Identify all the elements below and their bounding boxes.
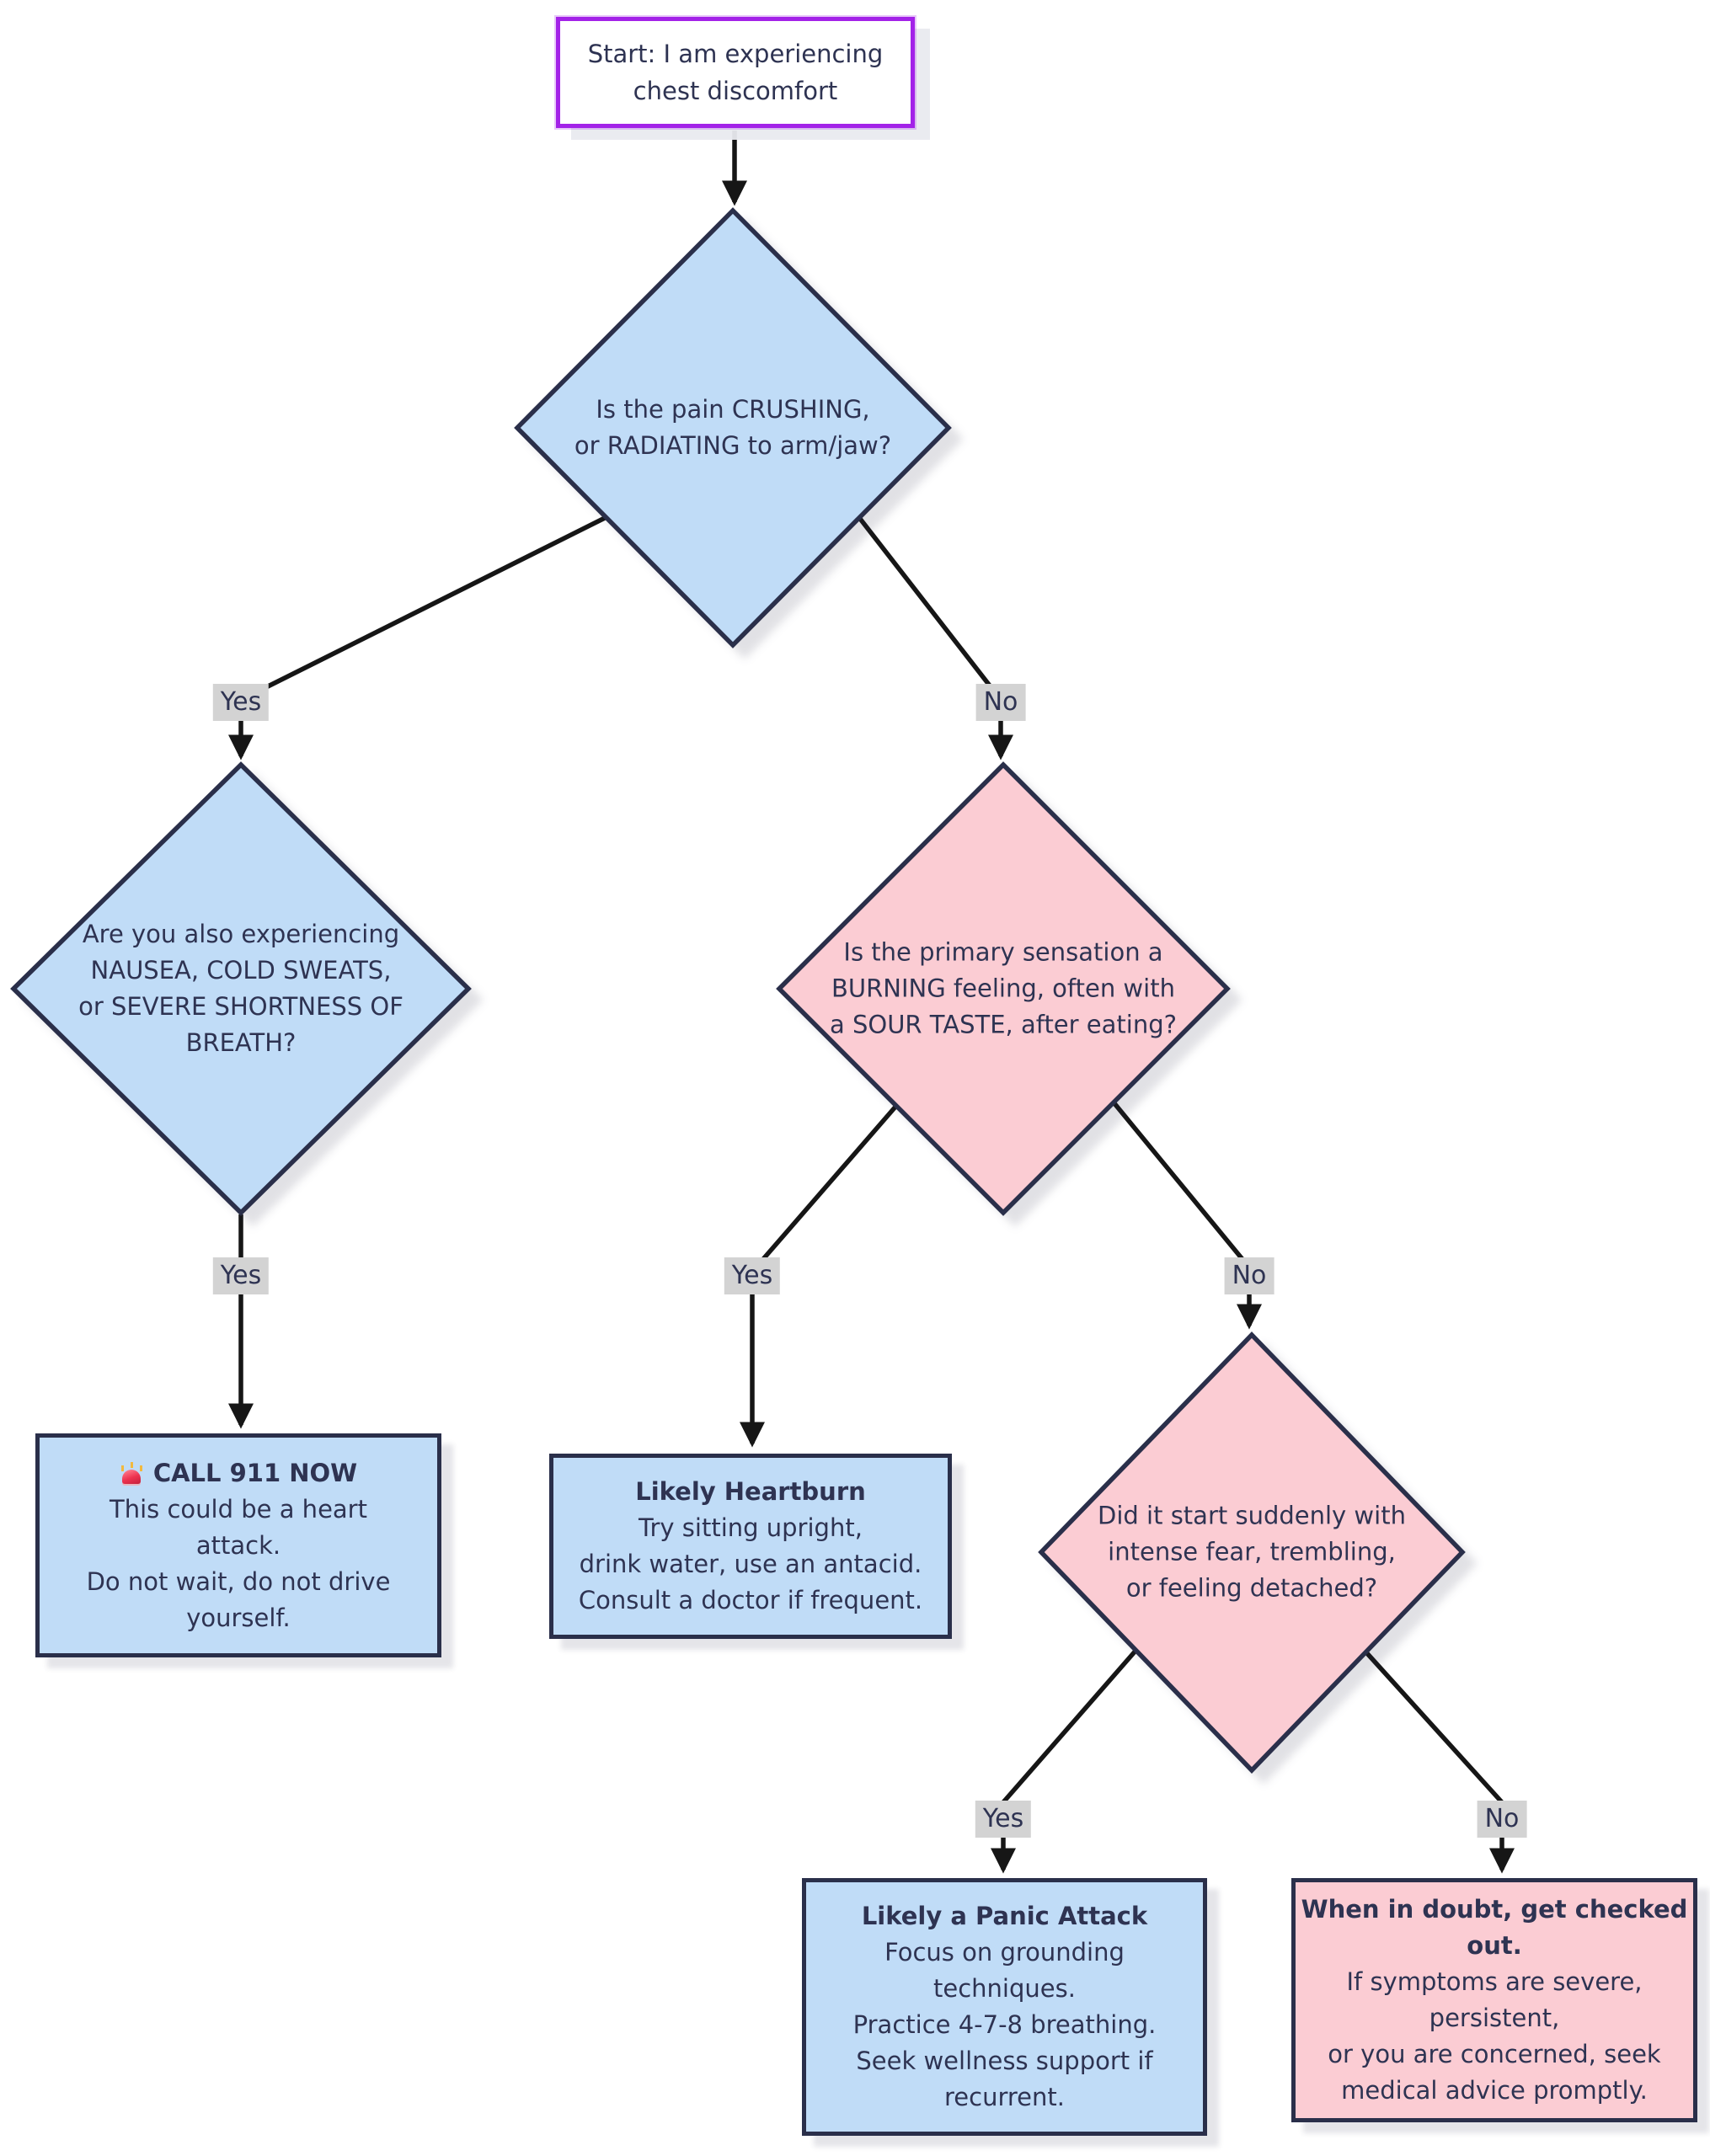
decision-crushing-text: Is the pain CRUSHING, or RADIATING to ar… xyxy=(574,395,892,460)
start-node: Start: I am experiencing chest discomfor… xyxy=(556,17,915,128)
decision-burning-shape xyxy=(776,761,1231,1216)
edge-label-yes-2: Yes xyxy=(212,1257,270,1294)
result-get-checked: When in doubt, get checked out. If sympt… xyxy=(1291,1878,1697,2122)
edge-crushing-yes xyxy=(227,513,612,760)
result-get-checked-title: When in doubt, get checked out. xyxy=(1301,1895,1688,1960)
edge-label-no-2: No xyxy=(1224,1257,1274,1294)
result-call-911: CALL 911 NOW This could be a heart attac… xyxy=(35,1433,441,1657)
decision-nausea-text: Are you also experiencing NAUSEA, COLD S… xyxy=(78,920,403,1057)
siren-icon xyxy=(120,1462,143,1484)
result-call-911-title: CALL 911 NOW xyxy=(152,1458,358,1487)
edge-label-no-1: No xyxy=(975,684,1026,721)
result-panic-attack-body: Focus on grounding techniques. Practice … xyxy=(852,1938,1157,2111)
decision-crushing-shape xyxy=(514,207,952,648)
result-panic-attack-title: Likely a Panic Attack xyxy=(861,1902,1148,1930)
decision-nausea-shape xyxy=(10,761,472,1216)
edge-label-yes-1: Yes xyxy=(212,684,270,721)
result-heartburn-body: Try sitting upright, drink water, use an… xyxy=(578,1513,923,1614)
result-heartburn: Likely Heartburn Try sitting upright, dr… xyxy=(549,1454,952,1639)
result-heartburn-title: Likely Heartburn xyxy=(635,1477,866,1506)
decision-burning-text: Is the primary sensation a BURNING feeli… xyxy=(829,937,1178,1039)
decision-sudden-shape xyxy=(1038,1331,1466,1774)
result-get-checked-body: If symptoms are severe, persistent, or y… xyxy=(1328,1967,1661,2105)
result-panic-attack: Likely a Panic Attack Focus on grounding… xyxy=(802,1878,1207,2136)
decision-sudden-text: Did it start suddenly with intense fear,… xyxy=(1098,1501,1406,1603)
edge-label-yes-3: Yes xyxy=(724,1257,781,1294)
edge-label-no-3: No xyxy=(1477,1801,1527,1838)
edge-label-yes-4: Yes xyxy=(975,1801,1032,1838)
result-call-911-body: This could be a heart attack. Do not wai… xyxy=(86,1494,391,1632)
